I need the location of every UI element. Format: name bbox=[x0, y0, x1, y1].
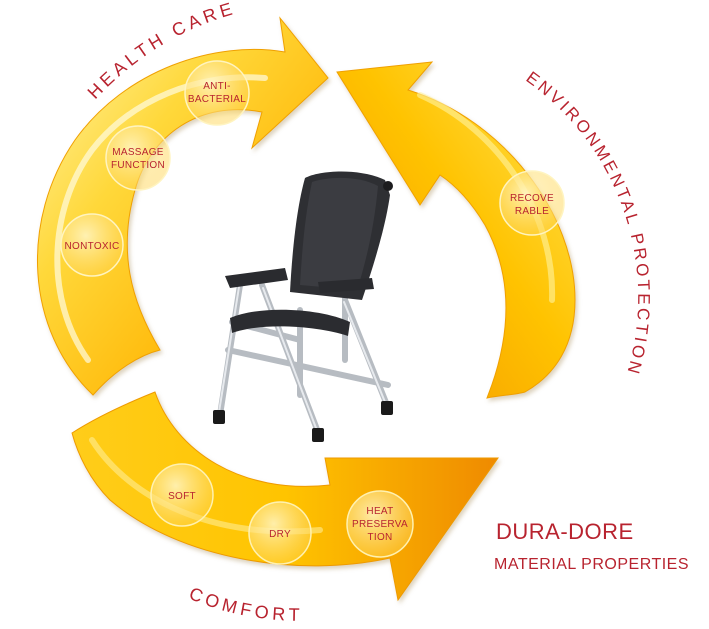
bubble-nontoxic: NONTOXIC bbox=[60, 213, 124, 277]
anti-bacterial-line2: BACTERIAL bbox=[188, 94, 246, 105]
massage-function-line1: MASSAGE bbox=[112, 147, 164, 158]
recoverable-line2: RABLE bbox=[515, 206, 549, 217]
soft-line1: SOFT bbox=[168, 491, 196, 502]
brand-title: DURA-DORE bbox=[496, 519, 634, 544]
chair-image bbox=[213, 171, 393, 442]
massage-function-line2: FUNCTION bbox=[111, 160, 165, 171]
bubble-massage-function: MASSAGE FUNCTION bbox=[105, 125, 171, 191]
anti-bacterial-line1: ANTI- bbox=[203, 81, 231, 92]
comfort-label: COMFORT bbox=[186, 583, 303, 625]
comfort-arrow bbox=[71, 391, 499, 602]
heat-preservation-line3: TION bbox=[367, 532, 392, 543]
dry-line1: DRY bbox=[269, 529, 291, 540]
nontoxic-line1: NONTOXIC bbox=[65, 241, 120, 252]
heat-preservation-line2: PRESERVA bbox=[352, 519, 408, 530]
brand-subtitle: MATERIAL PROPERTIES bbox=[494, 556, 690, 573]
recoverable-line1: RECOVE bbox=[510, 193, 554, 204]
bubble-soft: SOFT bbox=[150, 463, 214, 527]
heat-preservation-line1: HEAT bbox=[366, 506, 393, 517]
bubble-dry: DRY bbox=[248, 501, 312, 565]
bubble-heat-preservation: HEAT PRESERVA TION bbox=[346, 490, 414, 558]
bubble-recoverable: RECOVE RABLE bbox=[499, 170, 565, 236]
bubble-anti-bacterial: ANTI- BACTERIAL bbox=[184, 60, 250, 126]
